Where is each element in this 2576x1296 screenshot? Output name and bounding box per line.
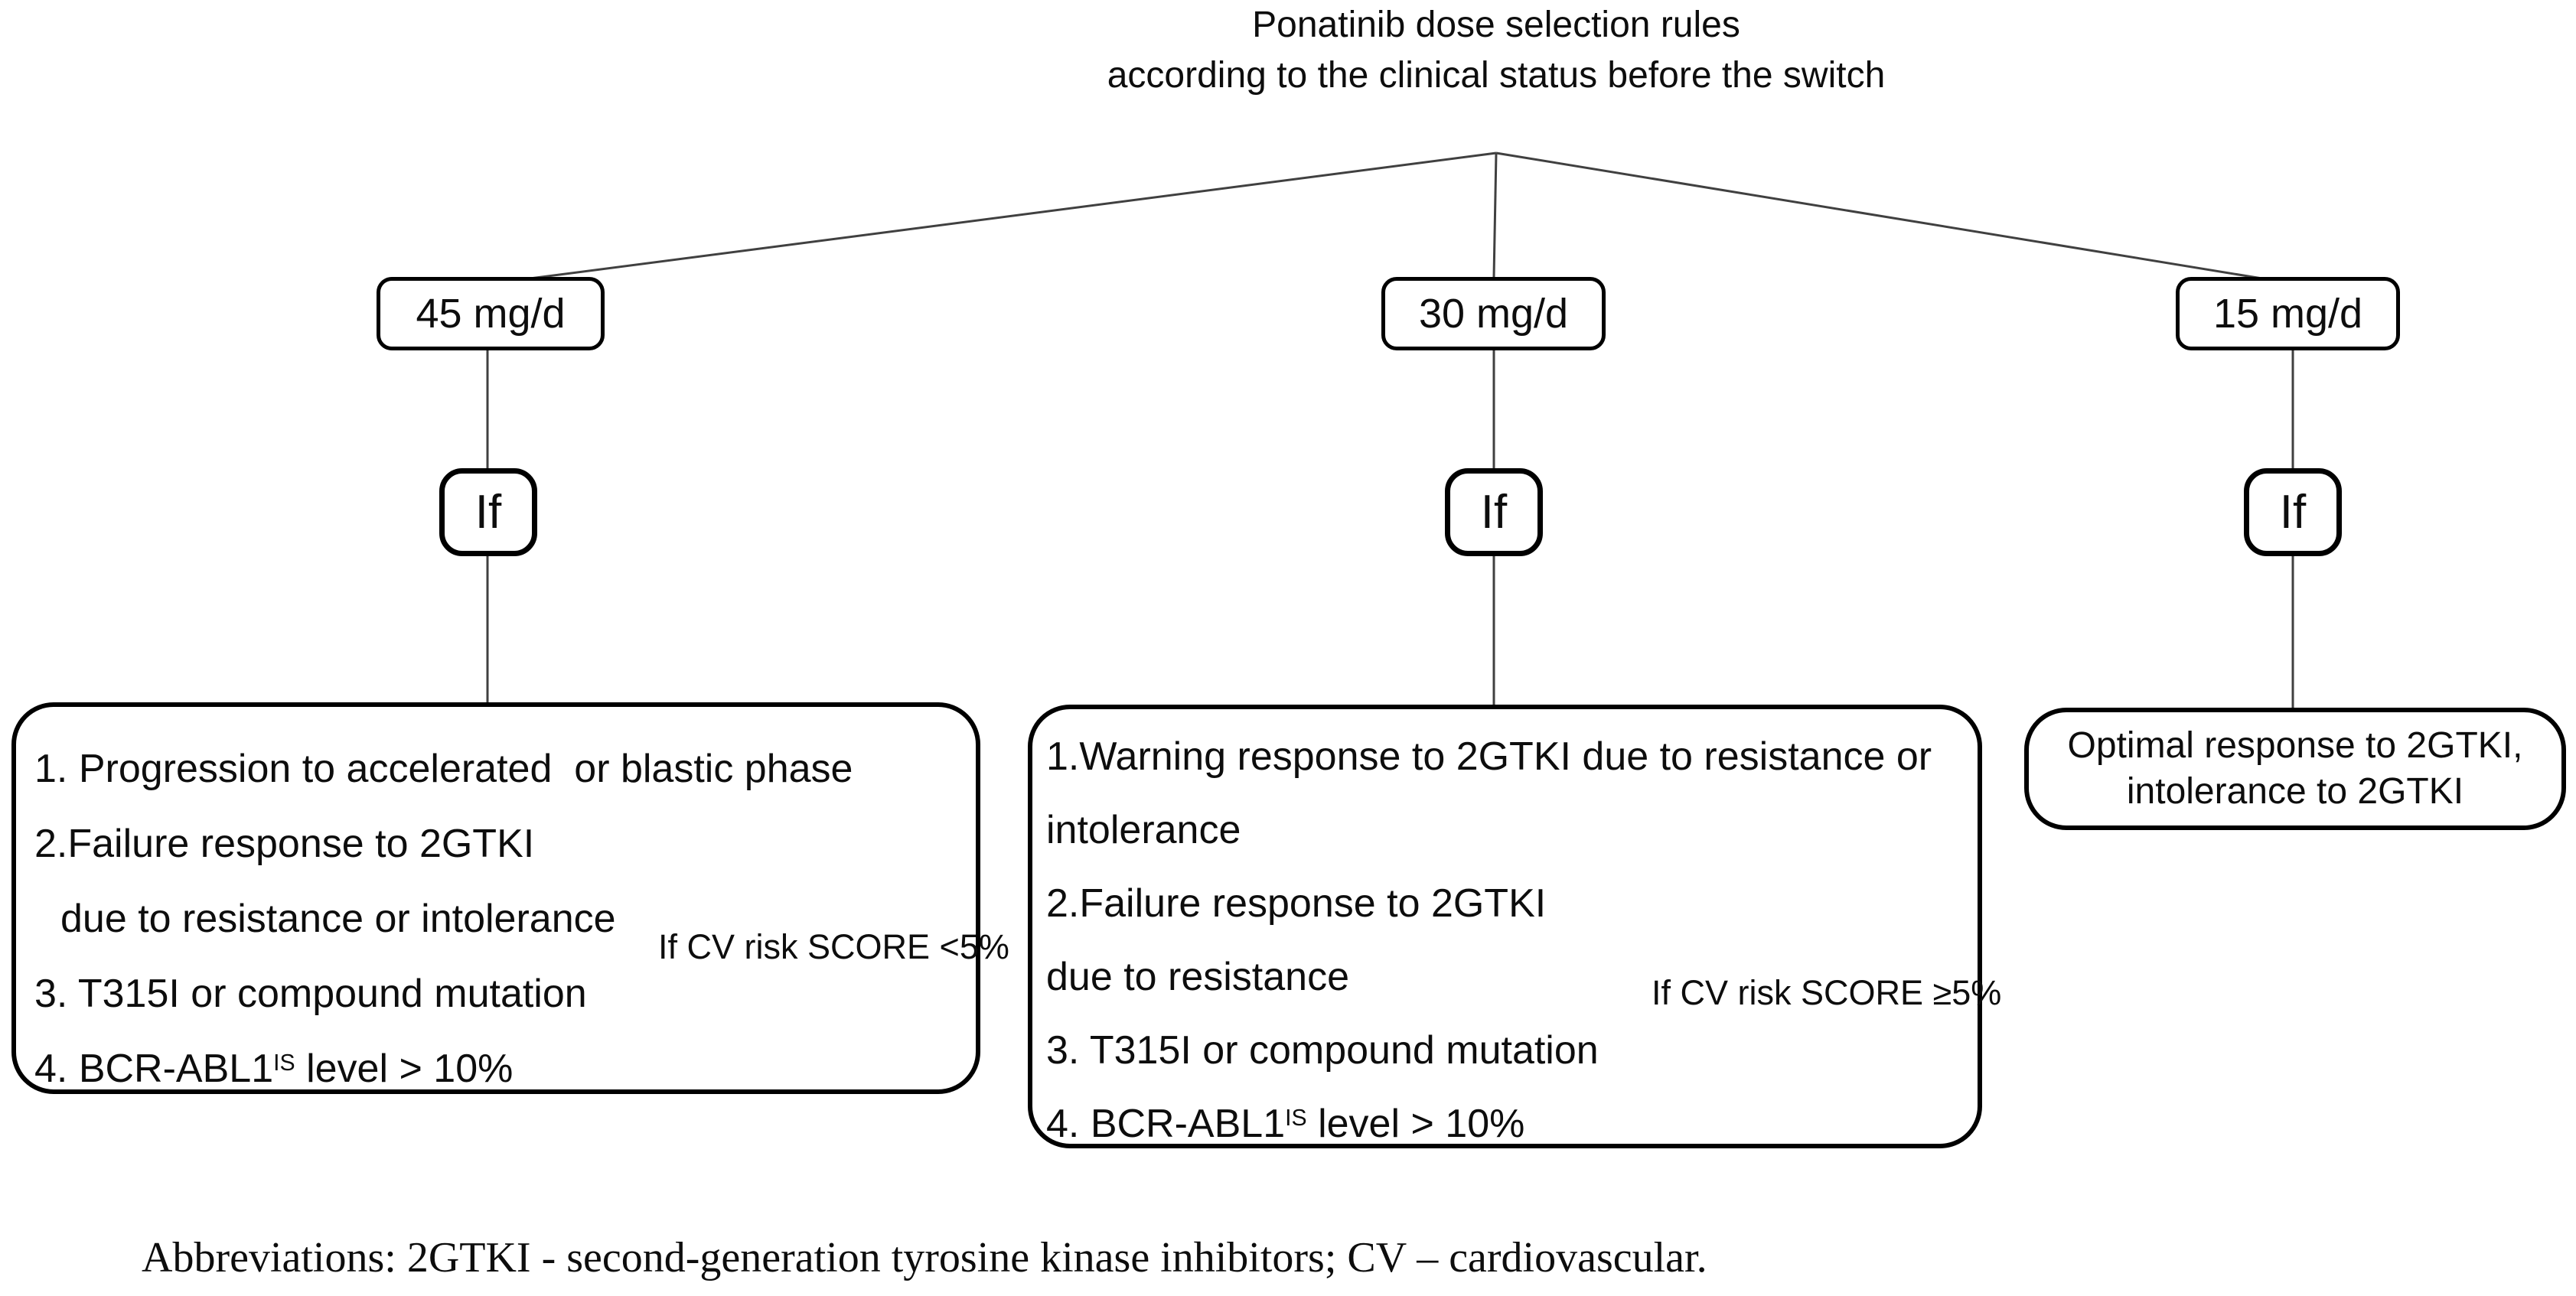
title-line-2: according to the clinical status before … (1107, 55, 1886, 96)
criteria-line: 3. T315I or compound mutation (34, 972, 587, 1016)
branch-line-left (517, 151, 1497, 282)
criteria-line: due to resistance (1046, 955, 1350, 999)
criteria-line: 2.Failure response to 2GTKI (1046, 881, 1547, 926)
bcr-prefix: 4. BCR-ABL1 (34, 1047, 274, 1091)
if-box-30-branch: If (1445, 468, 1543, 556)
bcr-prefix: 4. BCR-ABL1 (1046, 1102, 1286, 1146)
cv-risk-label-over5: If CV risk SCORE ≥5% (1652, 973, 2002, 1012)
criteria-line-bcr-abl1: 4. BCR-ABL1IS level > 10% (1046, 1087, 1978, 1167)
criteria-line: intolerance (1046, 808, 1241, 852)
title-line-1: Ponatinib dose selection rules (1252, 5, 1740, 45)
diagram-title: Ponatinib dose selection rules according… (823, 0, 2170, 101)
criteria-line: Optimal response to 2GTKI, (2067, 725, 2523, 766)
condition-box-15mg: Optimal response to 2GTKI, intolerance t… (2024, 708, 2566, 830)
abbreviations-footnote: Abbreviations: 2GTKI - second-generation… (142, 1234, 1707, 1281)
bcr-suffix: level > 10% (1306, 1102, 1525, 1146)
criteria-line: intolerance to 2GTKI (2126, 771, 2464, 812)
branch-line-middle (1492, 152, 1498, 278)
dose-box-30mg: 30 mg/d (1381, 277, 1606, 350)
cv-risk-label-under5: If CV risk SCORE <5% (658, 927, 1009, 966)
dose-box-15mg: 15 mg/d (2176, 277, 2400, 350)
bcr-superscript-is: IS (273, 1050, 295, 1076)
if-box-45-branch: If (439, 468, 537, 556)
condition-box-45mg: 1. Progression to accelerated or blastic… (11, 702, 980, 1094)
criteria-line: 1.Warning response to 2GTKI due to resis… (1046, 734, 1932, 779)
branch-line-right (1495, 151, 2272, 282)
criteria-line: 2.Failure response to 2GTKI (34, 822, 535, 866)
criteria-line: due to resistance or intolerance (60, 897, 616, 941)
condition-box-30mg: 1.Warning response to 2GTKI due to resis… (1028, 705, 1982, 1148)
dose-box-45mg: 45 mg/d (377, 277, 605, 350)
bcr-suffix: level > 10% (295, 1047, 514, 1091)
criteria-line-bcr-abl1: 4. BCR-ABL1IS level > 10% (34, 1031, 976, 1112)
criteria-line: 3. T315I or compound mutation (1046, 1028, 1599, 1073)
bcr-superscript-is: IS (1285, 1105, 1307, 1131)
if-box-15-branch: If (2244, 468, 2342, 556)
criteria-line: 1. Progression to accelerated or blastic… (34, 747, 853, 791)
